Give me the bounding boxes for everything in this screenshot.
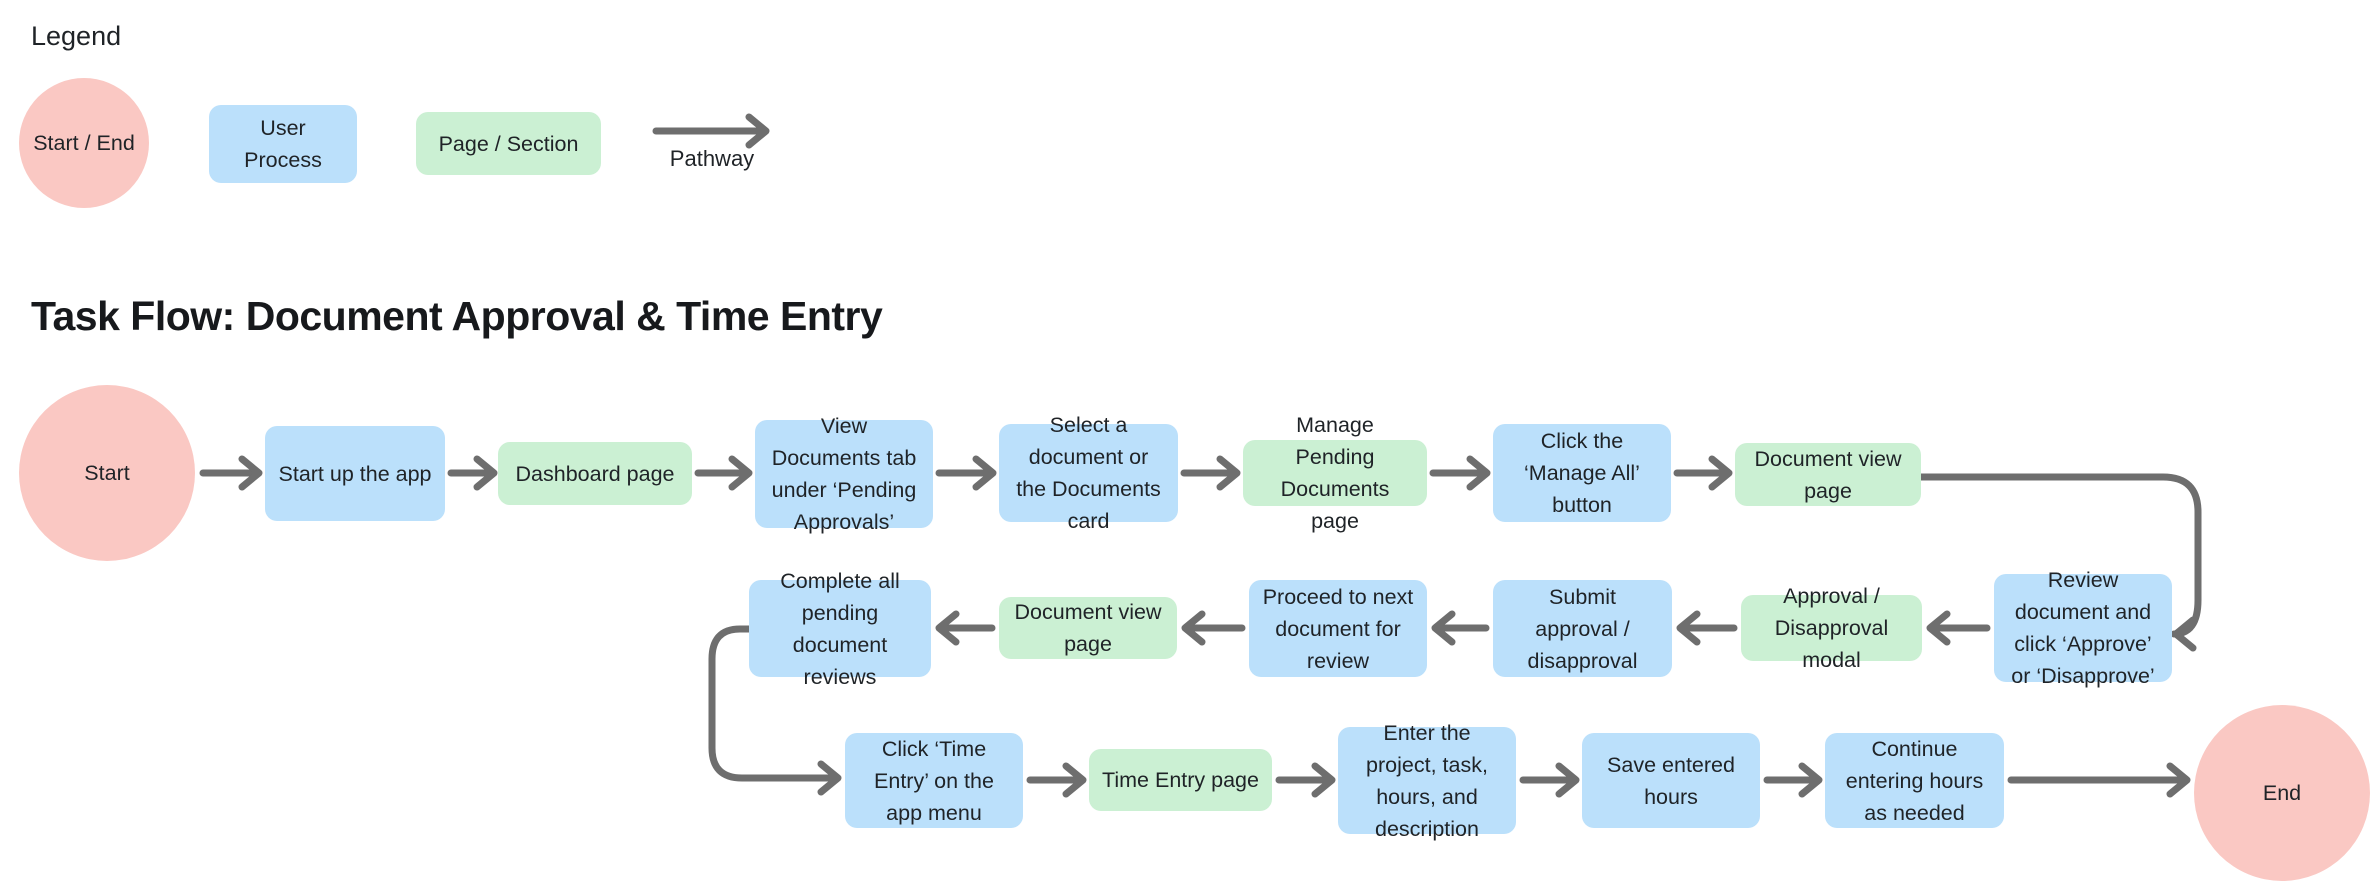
legend-user-process-shape: User Process xyxy=(209,105,357,183)
flow-node-label: Document view page xyxy=(1014,600,1162,656)
legend-heading: Legend xyxy=(31,21,122,51)
flow-node-label: Click ‘Time Entry’ on the app menu xyxy=(874,736,994,825)
arrowhead xyxy=(1431,610,1456,646)
flow-node-complete-all-pending-reviews: Complete all pending document reviews xyxy=(749,569,931,689)
flow-node-label: Start xyxy=(84,461,130,485)
legend-pathway-label: Pathway xyxy=(669,146,755,171)
flow-node-label: Time Entry page xyxy=(1102,768,1259,792)
arrowhead xyxy=(473,455,498,491)
flow-node-label: Document view page xyxy=(1754,446,1902,503)
flow-node-time-entry-page: Time Entry page xyxy=(1089,749,1272,811)
flow-node-start-up-the-app: Start up the app xyxy=(265,426,445,521)
flow-node-enter-project-task-hours: Enter the project, task, hours, and desc… xyxy=(1338,721,1516,841)
arrowhead xyxy=(1555,762,1580,798)
flow-node-label: Click the ‘Manage All’ button xyxy=(1524,429,1640,517)
flow-node-manage-pending-documents-page: Manage Pending Documents page xyxy=(1243,413,1427,533)
arrowhead xyxy=(1676,610,1701,646)
flow-node-review-document: Review document and click ‘Approve’ or ‘… xyxy=(1994,568,2172,688)
arrowhead xyxy=(1708,455,1733,491)
flow-node-proceed-to-next-document: Proceed to next document for review xyxy=(1249,580,1427,677)
legend-start-end-label: Start / End xyxy=(33,131,135,155)
flow-node-submit-approval: Submit approval / disapproval xyxy=(1493,580,1672,677)
arrowhead xyxy=(1466,455,1491,491)
flow-node-label: Proceed to next document for review xyxy=(1262,584,1414,673)
flow-node-label: Continue entering hours as needed xyxy=(1845,736,1984,825)
flow-node-approval-disapproval-modal: Approval / Disapproval modal xyxy=(1741,584,1922,672)
flow-node-document-view-page-1: Document view page xyxy=(1735,443,1921,506)
flow-node-label: Submit approval / disapproval xyxy=(1527,584,1638,673)
flow-node-label: Complete all pending document reviews xyxy=(780,568,900,689)
page-title: Task Flow: Document Approval & Time Entr… xyxy=(31,293,883,339)
flow-node-label: Approval / Disapproval modal xyxy=(1774,584,1889,672)
arrowhead xyxy=(1926,610,1951,646)
flow-node-click-manage-all-button: Click the ‘Manage All’ button xyxy=(1493,424,1671,522)
legend-user-process-label: User Process xyxy=(244,116,322,172)
arrowhead xyxy=(1062,762,1087,798)
arrowhead xyxy=(1798,762,1823,798)
flow-node-start: Start xyxy=(19,385,195,561)
flow-node-label: View Documents tab under ‘Pending Approv… xyxy=(771,414,917,534)
flow-node-select-a-document: Select a document or the Documents card xyxy=(999,413,1178,533)
arrowhead xyxy=(728,455,753,491)
flow-node-label: Enter the project, task, hours, and desc… xyxy=(1366,720,1488,841)
arrowhead xyxy=(817,760,842,796)
flow-node-label: Save entered hours xyxy=(1607,752,1735,809)
arrowhead xyxy=(1181,610,1206,646)
flow-node-label: Select a document or the Documents card xyxy=(1016,413,1161,533)
flow-node-label: End xyxy=(2262,781,2302,805)
legend-page-section-shape: Page / Section xyxy=(416,112,601,175)
legend-start-end-shape: Start / End xyxy=(19,78,149,208)
flow-node-document-view-page-2: Document view page xyxy=(999,597,1177,659)
flow-node-label: Dashboard page xyxy=(515,461,675,486)
arrowhead xyxy=(238,455,263,491)
arrowhead xyxy=(935,610,960,646)
arrowhead xyxy=(2172,616,2197,652)
flow-node-label: Manage Pending Documents page xyxy=(1280,413,1390,533)
flow-node-continue-entering-hours: Continue entering hours as needed xyxy=(1825,733,2004,828)
flow-node-click-time-entry: Click ‘Time Entry’ on the app menu xyxy=(845,733,1023,828)
arrowhead xyxy=(1311,762,1336,798)
flow-node-save-entered-hours: Save entered hours xyxy=(1582,733,1760,828)
flow-node-label: Review document and click ‘Approve’ or ‘… xyxy=(2011,568,2155,688)
flow-node-view-documents-tab: View Documents tab under ‘Pending Approv… xyxy=(755,414,933,534)
legend-page-section-label: Page / Section xyxy=(438,131,579,156)
arrowhead xyxy=(972,455,997,491)
arrowhead xyxy=(1216,455,1241,491)
flow-node-dashboard-page: Dashboard page xyxy=(498,442,692,505)
arrowhead xyxy=(745,113,770,149)
flow-node-end: End xyxy=(2194,705,2370,881)
arrowhead xyxy=(2166,762,2191,798)
flow-node-label: Start up the app xyxy=(278,461,432,486)
